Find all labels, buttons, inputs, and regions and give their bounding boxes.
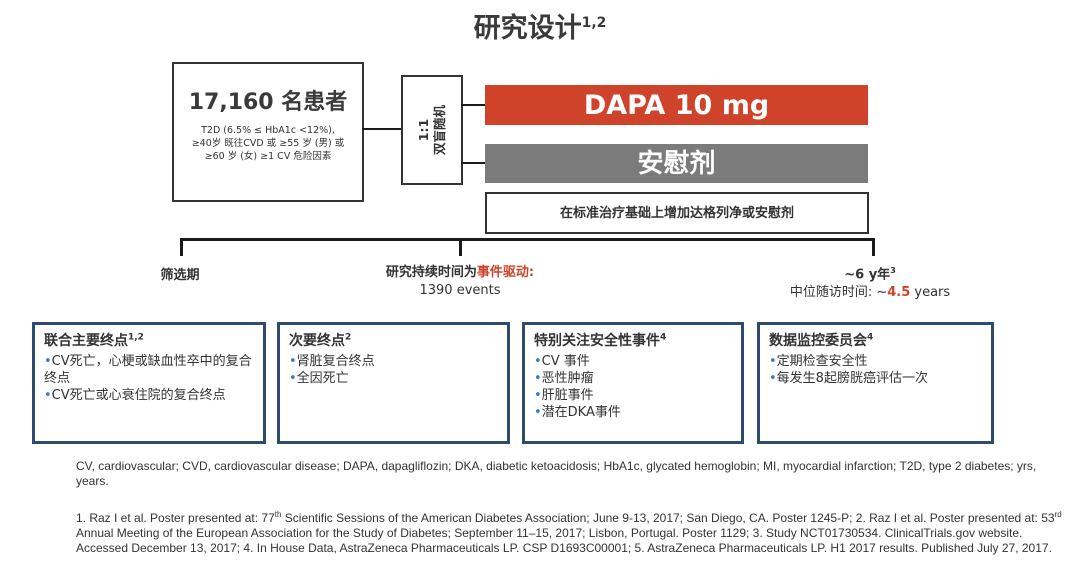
list-item: •CV死亡，心梗或缺血性卒中的复合终点 bbox=[44, 353, 254, 387]
list-item: •全因死亡 bbox=[289, 370, 498, 387]
list-item-text: 潜在DKA事件 bbox=[541, 405, 621, 420]
list-item: •CV 事件 bbox=[534, 353, 732, 370]
timeline-tick-end bbox=[872, 238, 875, 256]
card-list: •定期检查安全性 •每发生8起膀胱癌评估一次 bbox=[769, 353, 982, 387]
title-superscript: 1,2 bbox=[581, 15, 607, 31]
list-item: •定期检查安全性 bbox=[769, 353, 982, 370]
bullet-icon: • bbox=[534, 371, 542, 386]
abbreviations-footnote: CV, cardiovascular; CVD, cardiovascular … bbox=[76, 459, 1037, 488]
connector-to-placebo bbox=[461, 162, 485, 164]
list-item: •CV死亡或心衰住院的复合终点 bbox=[44, 387, 254, 404]
ref-sup-1: th bbox=[274, 510, 282, 519]
list-item-text: 恶性肿瘤 bbox=[541, 371, 594, 386]
patient-count: 17,160 名患者 bbox=[188, 90, 348, 115]
list-item: •肾脏复合终点 bbox=[289, 353, 498, 370]
bullet-icon: • bbox=[534, 405, 542, 420]
duration-years-label: ~6 y年3 中位随访时间: ~4.5 years bbox=[770, 262, 970, 302]
card-title-text: 联合主要终点 bbox=[44, 333, 128, 349]
bullet-icon: • bbox=[44, 388, 52, 403]
dapa-arm-bar: DAPA 10 mg bbox=[485, 85, 868, 125]
followup-suffix: years bbox=[910, 285, 951, 301]
list-item-text: CV死亡，心梗或缺血性卒中的复合终点 bbox=[44, 354, 252, 386]
bullet-icon: • bbox=[769, 354, 777, 369]
card-list: •肾脏复合终点 •全因死亡 bbox=[289, 353, 498, 387]
randomization-label: 双盲随机 bbox=[432, 104, 447, 156]
references-footnote: 1. Raz I et al. Poster presented at: 77t… bbox=[76, 507, 1066, 556]
randomization-box: 1:1 双盲随机 bbox=[401, 75, 463, 185]
followup-value: 4.5 bbox=[887, 285, 911, 301]
ref-text-2: Scientific Sessions of the American Diab… bbox=[281, 511, 1055, 525]
years-text: ~6 y年 bbox=[844, 267, 891, 283]
placebo-arm-bar: 安慰剂 bbox=[485, 144, 868, 183]
list-item-text: 定期检查安全性 bbox=[776, 354, 868, 369]
card-title: 特别关注安全性事件4 bbox=[534, 330, 732, 350]
card-safety-events: 特别关注安全性事件4 •CV 事件 •恶性肿瘤 •肝脏事件 •潜在DKA事件 bbox=[522, 322, 744, 444]
card-primary-endpoints: 联合主要终点1,2 •CV死亡，心梗或缺血性卒中的复合终点 •CV死亡或心衰住院… bbox=[32, 322, 266, 444]
list-item: •肝脏事件 bbox=[534, 387, 732, 404]
bullet-icon: • bbox=[534, 354, 542, 369]
list-item: •每发生8起膀胱癌评估一次 bbox=[769, 370, 982, 387]
ref-text-3: Annual Meeting of the European Associati… bbox=[76, 526, 1052, 555]
inclusion-criteria: T2D (6.5% ≤ HbA1c <12%), ≥40岁 既往CVD 或 ≥5… bbox=[180, 124, 356, 163]
list-item-text: 全因死亡 bbox=[296, 371, 349, 386]
title-text: 研究设计 bbox=[473, 13, 582, 44]
screening-label: 筛选期 bbox=[160, 268, 200, 283]
card-secondary-endpoints: 次要终点2 •肾脏复合终点 •全因死亡 bbox=[277, 322, 510, 444]
ref-text-1: 1. Raz I et al. Poster presented at: 77 bbox=[76, 511, 275, 525]
background-therapy-box: 在标准治疗基础上增加达格列净或安慰剂 bbox=[485, 192, 869, 234]
list-item-text: 每发生8起膀胱癌评估一次 bbox=[776, 371, 928, 386]
page-title: 研究设计1,2 bbox=[0, 6, 1080, 45]
randomization-text: 1:1 双盲随机 bbox=[416, 105, 448, 155]
bullet-icon: • bbox=[289, 354, 297, 369]
card-title-sup: 4 bbox=[660, 332, 667, 343]
criteria-line-1: T2D (6.5% ≤ HbA1c <12%), bbox=[201, 125, 335, 136]
bullet-icon: • bbox=[534, 388, 542, 403]
years-superscript: 3 bbox=[890, 266, 896, 275]
bullet-icon: • bbox=[769, 371, 777, 386]
list-item-text: 肝脏事件 bbox=[541, 388, 594, 403]
criteria-line-2: ≥40岁 既往CVD 或 ≥55 岁 (男) 或 bbox=[191, 138, 345, 149]
card-title-sup: 1,2 bbox=[128, 332, 144, 343]
card-title-text: 数据监控委员会 bbox=[769, 333, 867, 349]
followup-prefix: 中位随访时间: ~ bbox=[789, 285, 888, 301]
card-title-text: 特别关注安全性事件 bbox=[534, 333, 660, 349]
criteria-line-3: ≥60 岁 (女) ≥1 CV 危险因素 bbox=[204, 151, 332, 162]
card-title: 数据监控委员会4 bbox=[769, 330, 982, 350]
list-item-text: 肾脏复合终点 bbox=[296, 354, 375, 369]
timeline-tick-randomization bbox=[459, 238, 462, 256]
duration-highlight: 事件驱动: bbox=[476, 265, 535, 280]
list-item-text: CV死亡或心衰住院的复合终点 bbox=[51, 388, 226, 403]
list-item-text: CV 事件 bbox=[541, 354, 590, 369]
card-list: •CV死亡，心梗或缺血性卒中的复合终点 •CV死亡或心衰住院的复合终点 bbox=[44, 353, 254, 404]
patients-box: 17,160 名患者 T2D (6.5% ≤ HbA1c <12%), ≥40岁… bbox=[172, 62, 364, 202]
list-item: •潜在DKA事件 bbox=[534, 404, 732, 421]
card-title-sup: 4 bbox=[867, 332, 874, 343]
list-item: •恶性肿瘤 bbox=[534, 370, 732, 387]
timeline-axis bbox=[180, 238, 875, 241]
connector-to-dapa bbox=[461, 104, 485, 106]
card-title-text: 次要终点 bbox=[289, 333, 345, 349]
study-duration-label: 研究持续时间为事件驱动: 1390 events bbox=[330, 264, 590, 300]
card-title: 联合主要终点1,2 bbox=[44, 330, 254, 350]
bullet-icon: • bbox=[289, 371, 297, 386]
card-title-sup: 2 bbox=[345, 332, 352, 343]
card-title: 次要终点2 bbox=[289, 330, 498, 350]
bullet-icon: • bbox=[44, 354, 52, 369]
timeline-tick-start bbox=[180, 238, 183, 256]
ref-sup-2: rd bbox=[1054, 510, 1062, 519]
events-count: 1390 events bbox=[419, 283, 501, 298]
randomization-ratio: 1:1 bbox=[416, 118, 431, 142]
connector-patients-rand bbox=[362, 128, 401, 130]
card-data-monitoring: 数据监控委员会4 •定期检查安全性 •每发生8起膀胱癌评估一次 bbox=[757, 322, 994, 444]
duration-prefix: 研究持续时间为 bbox=[385, 265, 477, 280]
card-list: •CV 事件 •恶性肿瘤 •肝脏事件 •潜在DKA事件 bbox=[534, 353, 732, 421]
